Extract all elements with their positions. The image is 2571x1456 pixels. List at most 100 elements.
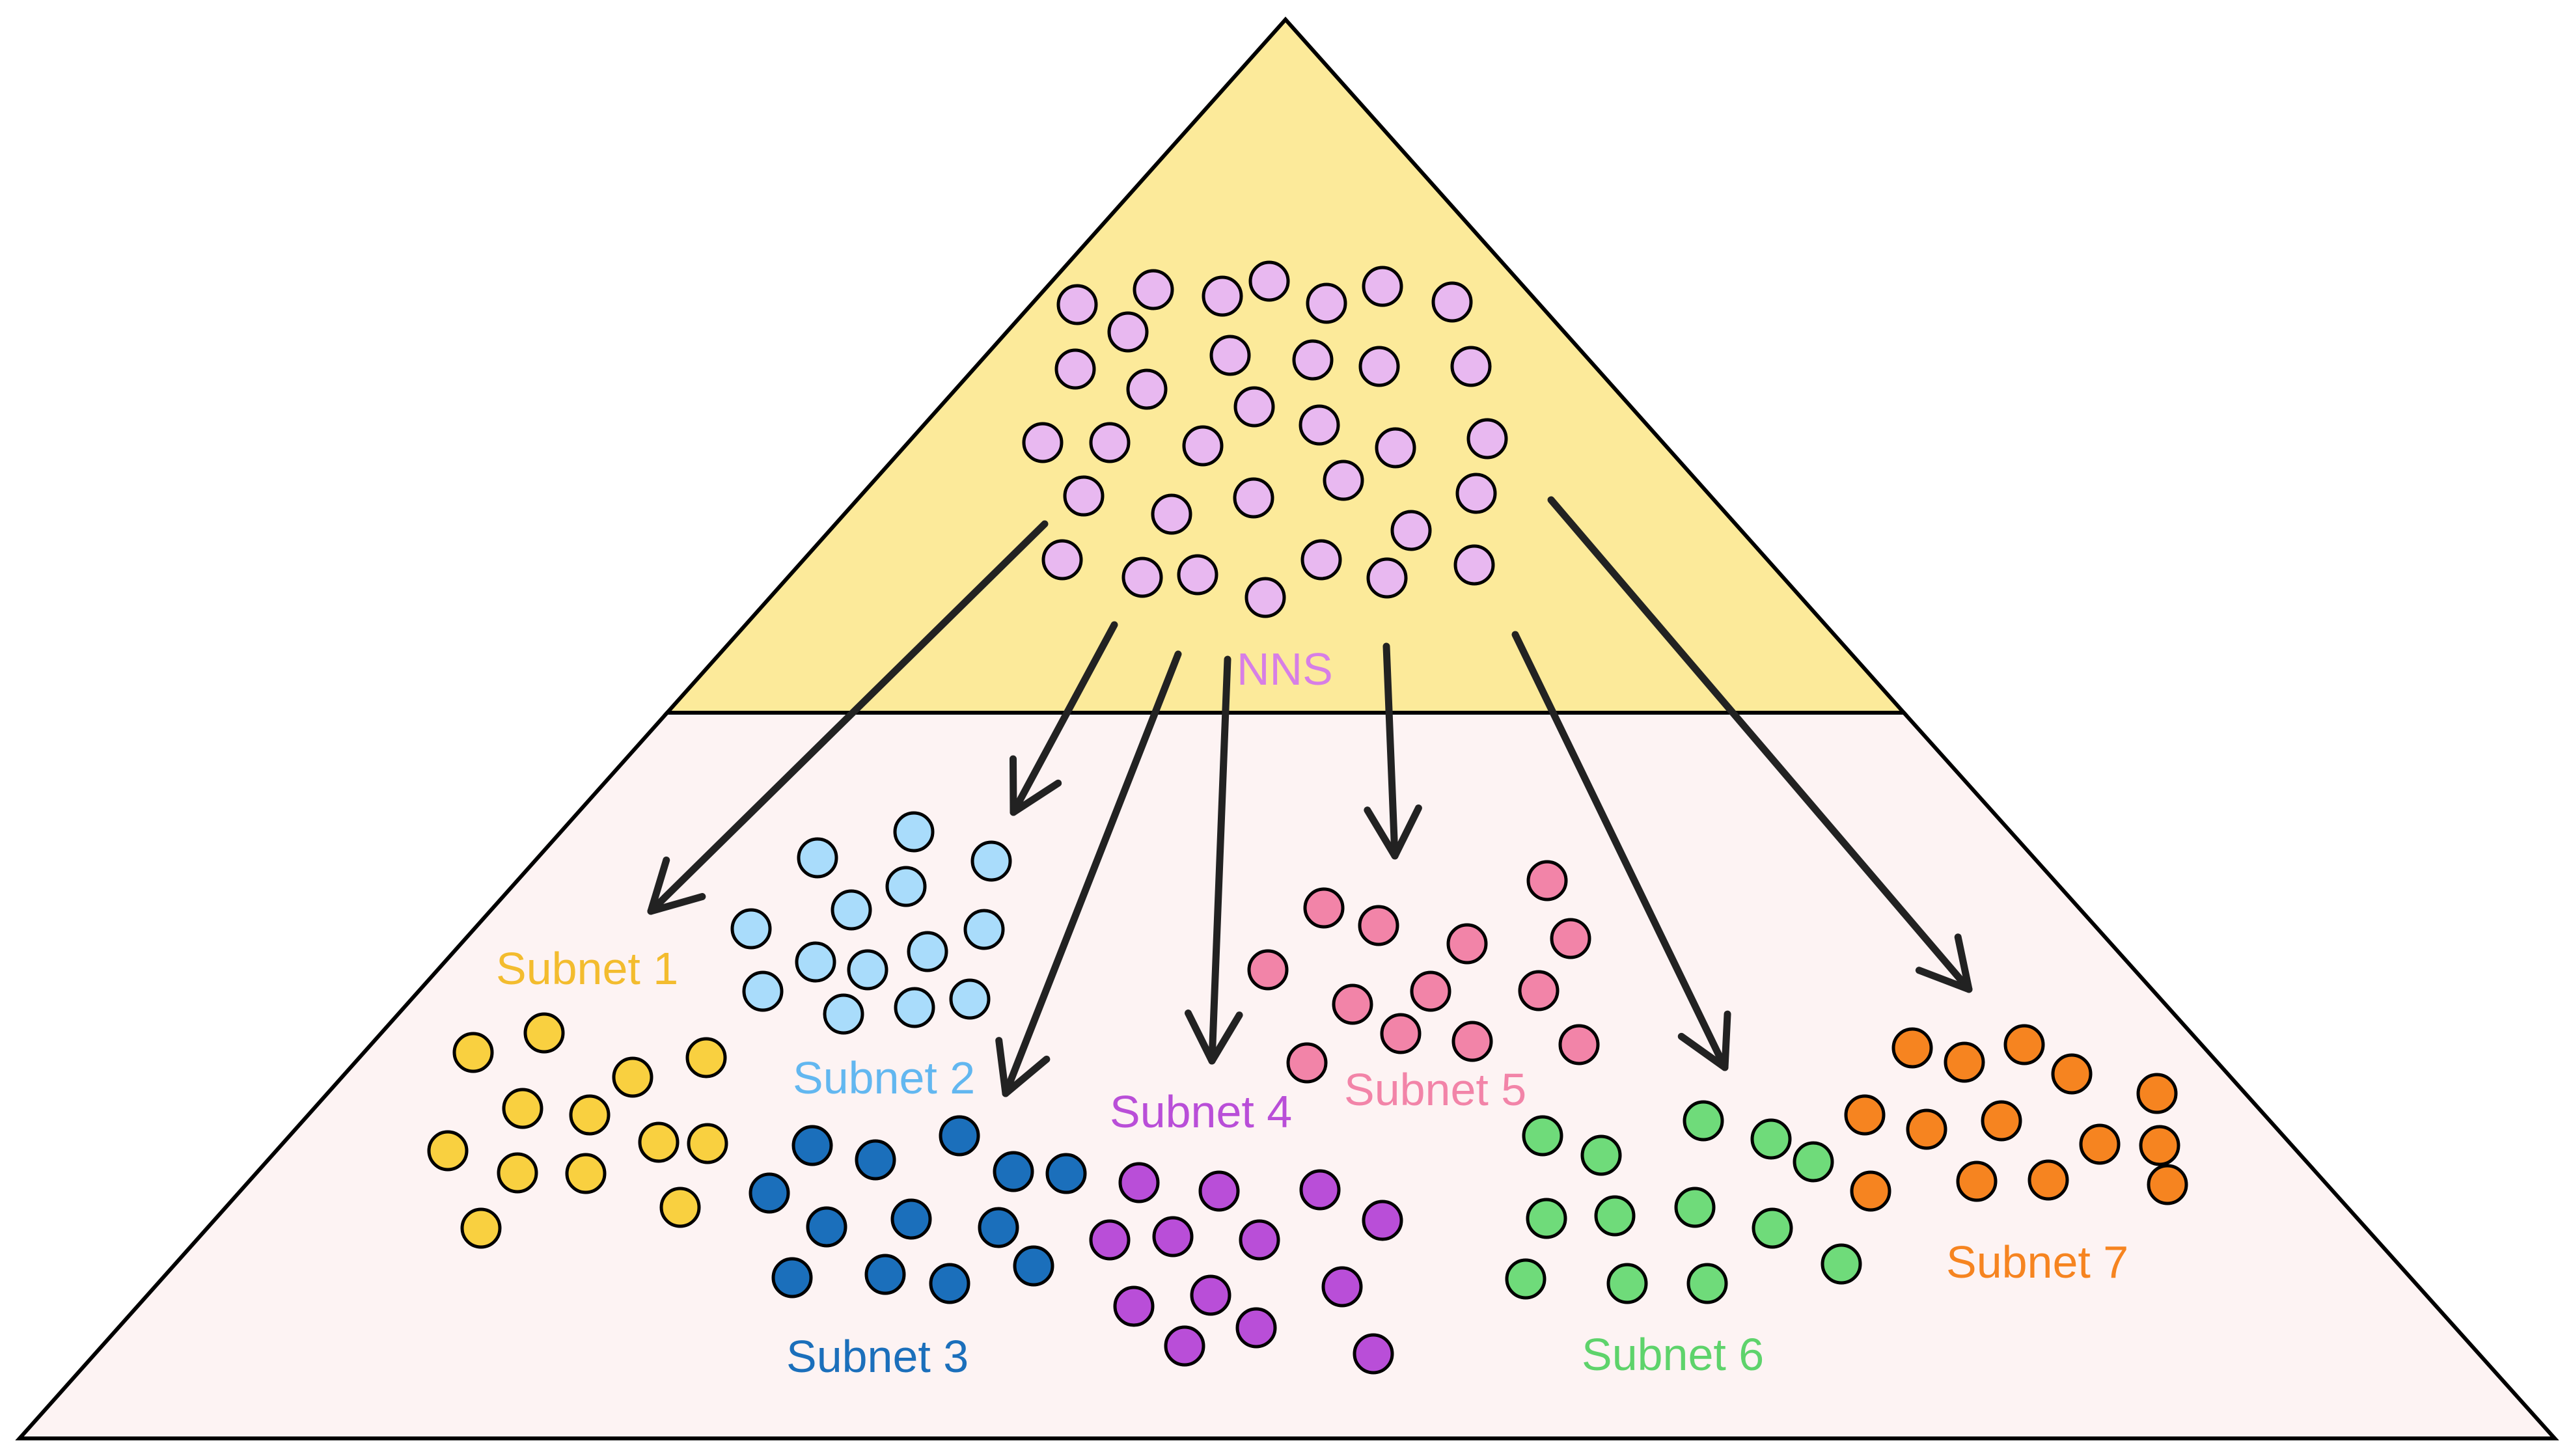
subnet-7-node (1844, 1094, 1886, 1136)
nns-node (1089, 422, 1131, 463)
nodes-group (427, 260, 2188, 1375)
nns-node (1233, 477, 1274, 519)
subnet-3-node (1013, 1245, 1054, 1287)
subnet-2-node (963, 909, 1005, 950)
subnet-1-node (687, 1123, 728, 1164)
subnet-4-label: Subnet 4 (1110, 1086, 1292, 1137)
subnet-5-node (1550, 918, 1591, 959)
nns-node (1182, 425, 1224, 467)
nns-node (1431, 281, 1473, 323)
nns-node (1126, 368, 1168, 410)
subnet-7-node (2139, 1125, 2180, 1166)
nns-node (1248, 260, 1290, 302)
subnet-6-node (1580, 1134, 1622, 1176)
subnet-5-node (1358, 905, 1399, 946)
subnet-2-node (730, 908, 772, 950)
subnet-7-node (2136, 1073, 2178, 1114)
nns-node (1358, 346, 1400, 387)
subnet-4-node (1239, 1219, 1280, 1261)
subnet-5-node (1332, 983, 1373, 1025)
subnet-7-node (2147, 1164, 2188, 1205)
arrow-to-subnet-5 (1382, 642, 1399, 860)
nns-node (1453, 544, 1495, 586)
subnet-2-node (970, 840, 1012, 882)
subnet-5-node (1380, 1013, 1422, 1054)
subnet-3-node (993, 1151, 1034, 1192)
subnet-6-node (1526, 1198, 1567, 1239)
subnet-4-node (1190, 1274, 1231, 1316)
subnet-6-node (1793, 1141, 1834, 1183)
arrow-to-subnet-7 (1547, 496, 1973, 993)
subnet-2-node (823, 993, 864, 1035)
subnet-3-node (771, 1257, 813, 1298)
nns-node (1292, 339, 1334, 381)
subnet-2-node (949, 978, 991, 1020)
subnet-4-node (1299, 1169, 1341, 1211)
arrow-to-subnet-2 (1010, 621, 1118, 816)
subnet-5-node (1410, 970, 1451, 1012)
nns-node (1306, 282, 1347, 324)
nns-node (1375, 427, 1416, 469)
nns-node (1202, 275, 1243, 317)
subnet-4-node (1113, 1285, 1155, 1327)
subnet-1-node (659, 1187, 701, 1228)
subnet-2-node (831, 889, 872, 931)
subnet-7-node (2028, 1159, 2069, 1201)
subnet-6-node (1686, 1263, 1728, 1304)
subnet-6-node (1752, 1207, 1793, 1249)
subnet-4-node (1152, 1216, 1194, 1257)
subnet-6-node (1505, 1258, 1547, 1300)
nns-node (1056, 284, 1098, 325)
subnet-3-node (890, 1198, 932, 1240)
arrowhead (995, 1037, 1051, 1097)
subnet-5-node (1286, 1042, 1328, 1084)
nns-node (1362, 266, 1403, 307)
nns-node (1133, 269, 1174, 310)
nns-node (1209, 335, 1251, 376)
subnet-6-node (1674, 1187, 1716, 1228)
subnet-4-node (1198, 1170, 1240, 1212)
arrow-to-subnet-1 (647, 520, 1049, 915)
subnet-2-node (893, 811, 935, 853)
nns-node (1244, 577, 1286, 618)
subnet-1-label: Subnet 1 (496, 943, 678, 994)
subnet-2-label: Subnet 2 (793, 1052, 975, 1103)
subnet-7-node (2051, 1053, 2093, 1095)
subnet-1-node (638, 1121, 680, 1163)
subnet-1-node (497, 1152, 538, 1194)
subnet-5-node (1247, 949, 1289, 991)
subnet-5-label: Subnet 5 (1344, 1064, 1526, 1115)
subnet-2-node (907, 931, 948, 972)
top-band (663, 16, 1908, 715)
subnet-3-label: Subnet 3 (786, 1331, 969, 1382)
nns-node (1466, 418, 1508, 460)
subnet-7-node (1906, 1108, 1947, 1150)
subnet-6-node (1683, 1100, 1724, 1142)
arrow-to-subnet-3 (1002, 650, 1182, 1097)
subnet-7-node (1891, 1027, 1933, 1069)
subnet-6-label: Subnet 6 (1582, 1329, 1764, 1380)
subnet-2-node (847, 949, 888, 991)
subnet-1-node (569, 1094, 611, 1136)
nns-node (1366, 557, 1408, 599)
subnet-5-node (1558, 1024, 1600, 1065)
subnet-2-node (894, 987, 935, 1028)
nns-node (1323, 460, 1364, 501)
subnet-2-node (742, 970, 784, 1012)
subnet-5-node (1446, 923, 1488, 965)
subnet-3-node (864, 1254, 906, 1295)
nns-node (1041, 539, 1083, 581)
nns-node (1299, 404, 1340, 446)
nns-node (1054, 348, 1096, 390)
nns-node (1151, 493, 1192, 535)
nns-label: NNS (1237, 644, 1333, 694)
subnet-3-node (939, 1115, 980, 1157)
subnet-2-node (885, 866, 927, 907)
nns-node (1233, 386, 1275, 428)
subnet-3-node (791, 1125, 833, 1166)
subnet-3-node (929, 1263, 970, 1304)
nns-node (1107, 311, 1149, 353)
subnet-2-node (795, 941, 836, 983)
arrow-to-subnet-4 (1208, 655, 1231, 1065)
